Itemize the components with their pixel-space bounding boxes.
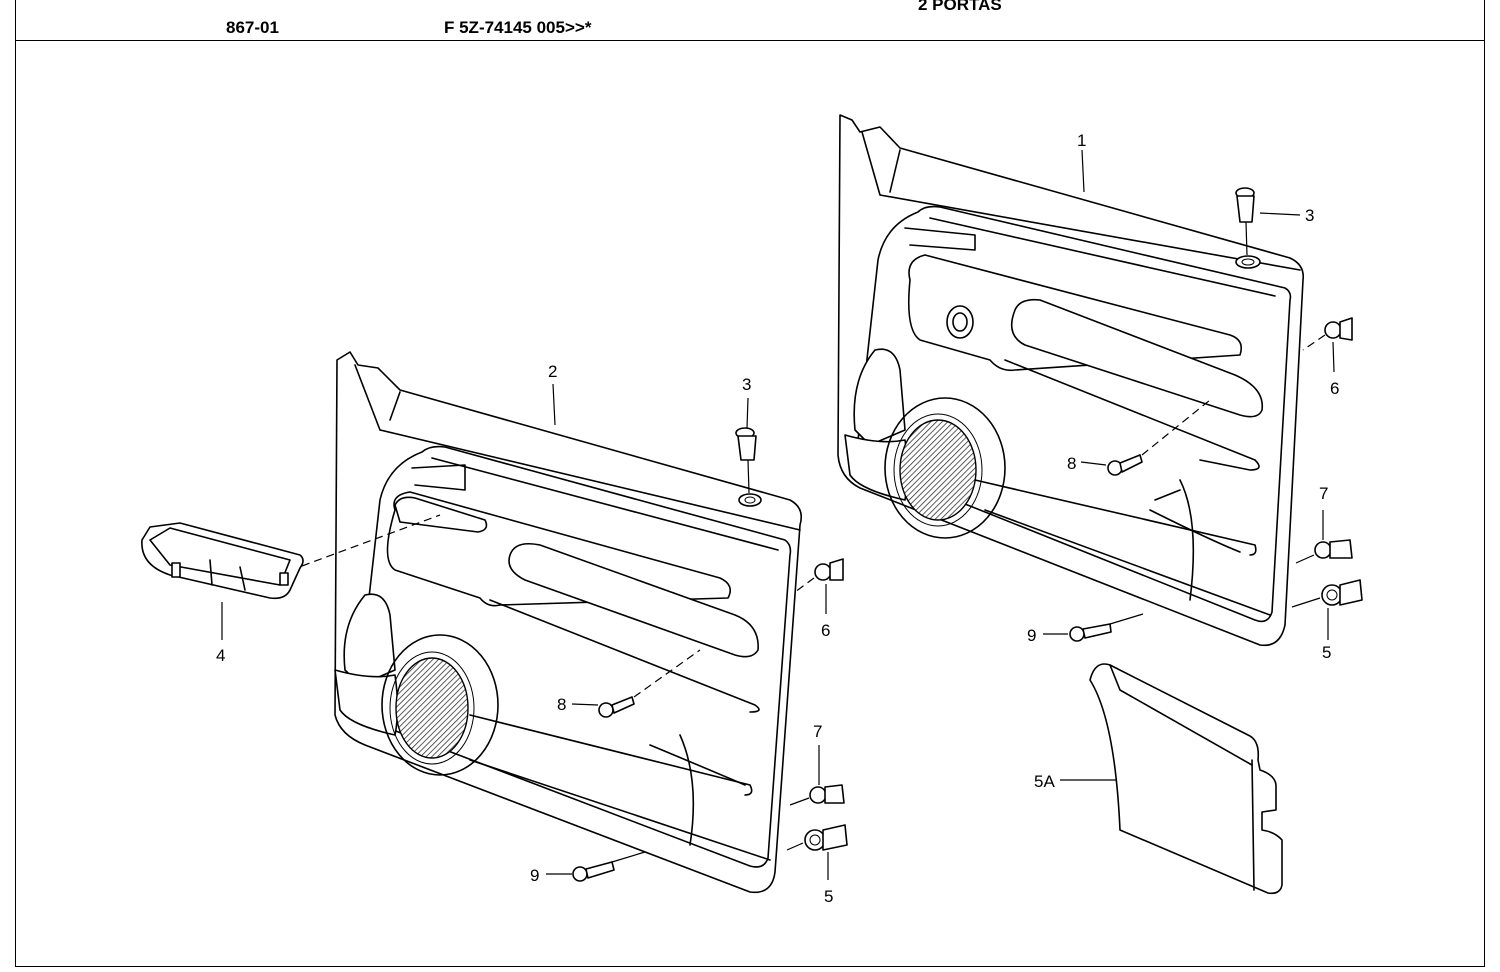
door-panel-right xyxy=(837,114,1305,647)
callout-2: 2 xyxy=(548,362,557,381)
callout-6-left: 6 xyxy=(821,621,830,640)
callout-8-left: 8 xyxy=(557,695,566,714)
header-bar xyxy=(15,0,1485,41)
clip-6-left xyxy=(794,558,844,614)
part-code: 867-01 xyxy=(226,18,279,37)
clip-7-right xyxy=(1295,510,1353,564)
drawing-frame xyxy=(15,40,1485,967)
screw-9-right xyxy=(1043,613,1144,642)
callout-5A: 5A xyxy=(1034,772,1055,791)
clip-5-left xyxy=(786,824,848,880)
callout-3-right: 3 xyxy=(1305,206,1314,225)
callout-8-right: 8 xyxy=(1067,454,1076,473)
clip-6-right xyxy=(1302,317,1353,373)
screw-9-left xyxy=(546,851,646,882)
screw-8-left xyxy=(571,649,701,718)
callout-1: 1 xyxy=(1077,131,1086,150)
reference-code: F 5Z-74145 005>>* xyxy=(444,18,592,37)
callout-7-right: 7 xyxy=(1319,484,1328,503)
callout-4: 4 xyxy=(216,646,225,665)
switch-bezel-4 xyxy=(141,514,441,640)
callout-6-right: 6 xyxy=(1330,379,1339,398)
clip-3-right xyxy=(1235,187,1301,269)
callout-5-right: 5 xyxy=(1322,643,1331,662)
leader-1 xyxy=(1081,149,1085,193)
callout-7-left: 7 xyxy=(813,722,822,741)
clip-5-right xyxy=(1291,579,1363,640)
callout-5-left: 5 xyxy=(824,887,833,906)
leader-2 xyxy=(552,383,556,426)
screw-8-right xyxy=(1080,399,1211,476)
callout-3-left: 3 xyxy=(742,375,751,394)
variant-label: 2 PORTAS xyxy=(918,0,1002,14)
callout-9-right: 9 xyxy=(1027,626,1036,645)
door-panel-left xyxy=(334,351,803,894)
clip-7-left xyxy=(789,745,845,806)
clip-3-left xyxy=(735,397,762,507)
callout-9-left: 9 xyxy=(530,866,539,885)
trim-insert-5A xyxy=(1060,663,1283,895)
